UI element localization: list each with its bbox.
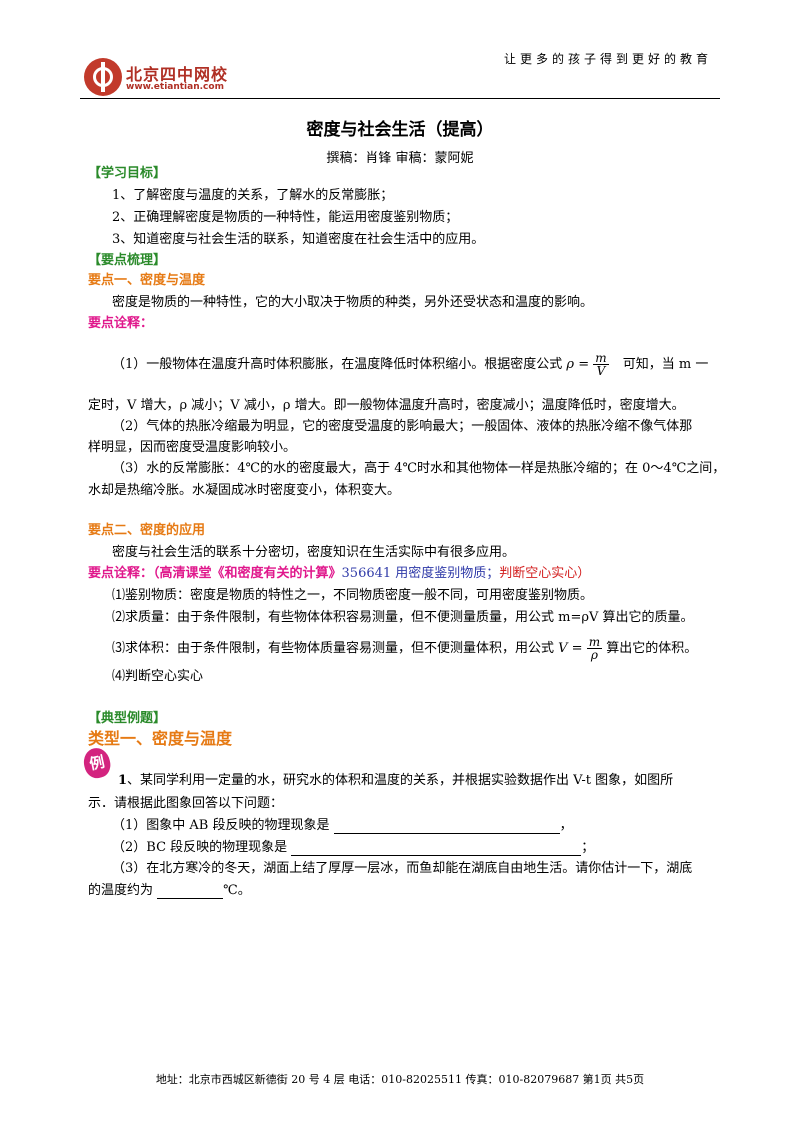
volume-formula: m ρ [586,635,603,662]
logo-name: 北京四中网校 [126,65,229,84]
part1-text: （1）图象中 AB 段反映的物理现象是 [112,818,330,833]
answer-blank-2[interactable] [291,841,582,856]
part1-end: ， [559,818,573,833]
goals-heading: 【学习目标】 [88,166,167,181]
item3-text: ⑶求体积：由于条件限制，有些物体质量容易测量，但不便测量体积，用公式 [112,641,555,656]
slogan: 让更多的孩子得到更好的教育 [503,52,712,66]
question-part3-line2: 的温度约为 ℃。 [88,883,251,899]
goal-item: 1、了解密度与温度的关系，了解水的反常膨胀； [112,188,394,203]
point2-text: 密度与社会生活的联系十分密切，密度知识在生活实际中有很多应用。 [112,545,516,560]
logo-emblem-icon [84,58,122,96]
review-heading: 【要点梳理】 [88,253,167,268]
answer-blank-3[interactable] [157,884,224,899]
formula-lhs: V = [558,641,583,656]
course-tail[interactable]: 判断空心实心） [499,566,591,581]
density-formula: m V [593,351,609,378]
part2-end: ； [581,840,595,855]
point2-item1: ⑴鉴别物质：密度是物质的特性之一，不同物质密度一般不同，可用密度鉴别物质。 [112,588,594,603]
formula-denominator: ρ [590,648,598,662]
part3-end: ℃。 [223,883,251,898]
point1-heading: 要点一、密度与温度 [88,273,206,288]
question-line1: 1、某同学利用一定量的水，研究水的体积和温度的关系，并根据实验数据作出 V-t … [118,773,673,789]
formula-numerator: m [586,635,603,649]
question-part3-line1: （3）在北方寒冷的冬天，湖面上结了厚厚一层冰，而鱼却能在湖底自由地生活。请你估计… [112,861,693,876]
answer-blank-1[interactable] [333,819,560,834]
point1-note2-line2: 样明显，因而密度受温度影响较小。 [88,440,297,455]
point1-note3-line2: 水却是热缩冷胀。水凝固成冰时密度变小，体积变大。 [88,483,401,498]
question-part1: （1）图象中 AB 段反映的物理现象是 ， [112,818,573,834]
formula-numerator: m [593,351,609,365]
examples-heading: 【典型例题】 [88,711,167,726]
point2-item2: ⑵求质量：由于条件限制，有些物体体积容易测量，但不便测量质量，用公式 m=ρV … [112,610,694,625]
page-title: 密度与社会生活（提高） [306,120,494,140]
page-footer: 地址：北京市西城区新德街 20 号 4 层 电话：010-82025511 传真… [155,1073,645,1086]
point1-note1-line2: 定时，V 增大，ρ 减小；V 减小，ρ 增大。即一般物体温度升高时，密度减小；温… [88,398,685,413]
header-divider [80,98,720,99]
example-badge-icon: 例 [81,745,113,781]
point2-item3: ⑶求体积：由于条件限制，有些物体质量容易测量，但不便测量体积，用公式 V = m… [112,636,697,661]
item3-text-tail: 算出它的体积。 [606,641,698,656]
point2-notes-heading: 要点诠释： [88,566,154,581]
authors: 撰稿：肖锋 审稿：蒙阿妮 [326,151,474,166]
course-link[interactable]: （高清课堂《和密度有关的计算》 [153,566,342,581]
formula-denominator: V [596,364,606,378]
point1-notes-heading: 要点诠释： [88,316,154,331]
question-line2: 示．请根据此图象回答以下问题： [88,796,284,811]
point1-note3-line1: （3）水的反常膨胀：4℃的水的密度最大，高于 4℃时水和其他物体一样是热胀冷缩的… [112,461,726,476]
point1-note2-line1: （2）气体的热胀冷缩最为明显，它的密度受温度的影响最大；一般固体、液体的热胀冷缩… [112,419,693,434]
point2-item4: ⑷判断空心实心 [112,669,204,684]
point2-heading: 要点二、密度的应用 [88,523,206,538]
point1-text: 密度是物质的一种特性，它的大小取决于物质的种类，另外还受状态和温度的影响。 [112,295,594,310]
note1-text-tail: 可知，当 m 一 [622,357,709,372]
goal-item: 3、知道密度与社会生活的联系，知道密度在社会生活中的应用。 [112,232,485,247]
question-part2: （2）BC 段反映的物理现象是 ； [112,840,594,856]
course-id[interactable]: 356641 用密度鉴别物质； [341,566,500,581]
logo-url: www.etiantian.com [126,82,224,92]
note1-text: （1）一般物体在温度升高时体积膨胀，在温度降低时体积缩小。根据密度公式 [112,357,563,372]
question-text: 、某同学利用一定量的水，研究水的体积和温度的关系，并根据实验数据作出 V-t 图… [127,773,674,788]
point1-note1-line1: （1）一般物体在温度升高时体积膨胀，在温度降低时体积缩小。根据密度公式 ρ = … [112,352,708,377]
part2-text: （2）BC 段反映的物理现象是 [112,840,288,855]
formula-lhs: ρ = [566,357,590,372]
type1-heading: 类型一、密度与温度 [88,729,233,748]
point2-notes-line: 要点诠释：（高清课堂《和密度有关的计算》356641 用密度鉴别物质；判断空心实… [88,566,590,582]
part3-text: 的温度约为 [88,883,154,898]
question-number: 1 [118,773,128,788]
goal-item: 2、正确理解密度是物质的一种特性，能运用密度鉴别物质； [112,210,459,225]
